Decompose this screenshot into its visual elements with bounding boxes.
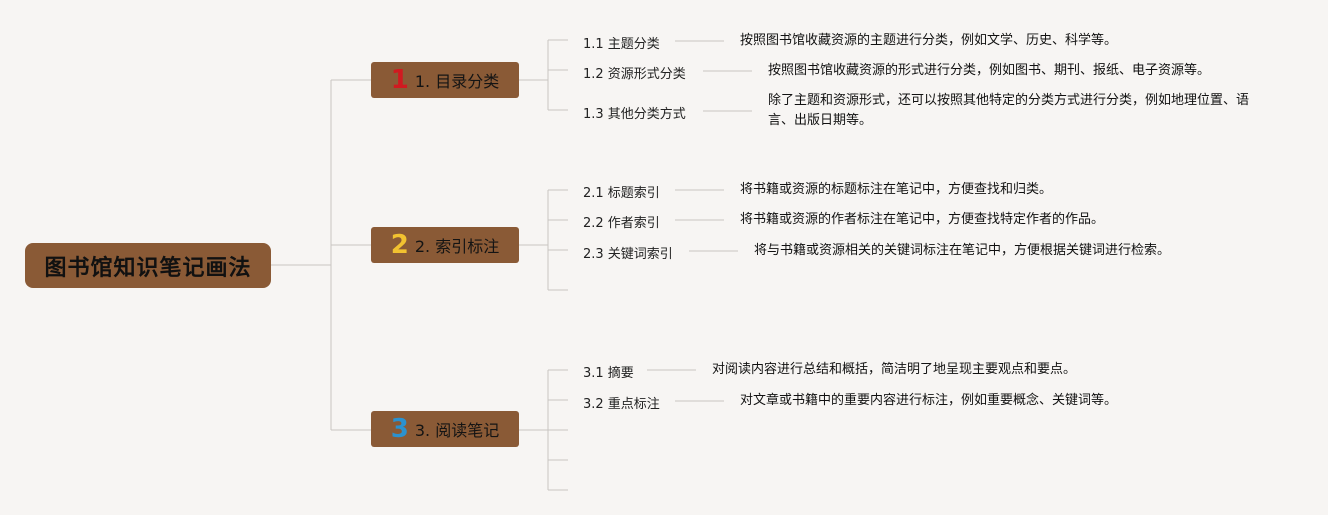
- root-node[interactable]: 图书馆知识笔记画法: [25, 243, 271, 288]
- number-three-icon: 3: [390, 414, 409, 444]
- leaf-node[interactable]: 2.1 标题索引: [583, 186, 660, 201]
- leaf-node[interactable]: 3.2 重点标注: [583, 397, 660, 412]
- branch-label: 3. 阅读笔记: [414, 421, 500, 440]
- leaf-description: 对文章或书籍中的重要内容进行标注，例如重要概念、关键词等。: [740, 393, 1118, 408]
- leaf-description: 对阅读内容进行总结和概括，简洁明了地呈现主要观点和要点。: [712, 362, 1077, 377]
- leaf-description: 将书籍或资源的作者标注在笔记中，方便查找特定作者的作品。: [740, 212, 1105, 227]
- number-two-icon: 2: [390, 230, 409, 260]
- leaf-description: 除了主题和资源形式，还可以按照其他特定的分类方式进行分类，例如地理位置、语言、出…: [768, 93, 1250, 128]
- leaf-node[interactable]: 2.2 作者索引: [583, 216, 660, 231]
- number-one-icon: 1: [390, 65, 409, 95]
- leaf-node[interactable]: 2.3 关键词索引: [583, 247, 673, 262]
- branch-label: 2. 索引标注: [414, 237, 500, 256]
- leaf-description: 按照图书馆收藏资源的形式进行分类，例如图书、期刊、报纸、电子资源等。: [768, 63, 1211, 78]
- branch-node-reading-notes[interactable]: 3 3. 阅读笔记: [371, 411, 519, 447]
- root-title: 图书馆知识笔记画法: [44, 255, 252, 281]
- branch-node-index[interactable]: 2 2. 索引标注: [371, 227, 519, 263]
- leaf-node[interactable]: 1.2 资源形式分类: [583, 67, 686, 82]
- leaf-description: 按照图书馆收藏资源的主题进行分类，例如文学、历史、科学等。: [740, 33, 1118, 48]
- leaf-description: 将书籍或资源的标题标注在笔记中，方便查找和归类。: [740, 182, 1053, 197]
- leaf-description: 将与书籍或资源相关的关键词标注在笔记中，方便根据关键词进行检索。: [754, 243, 1171, 258]
- branch-node-catalog[interactable]: 1 1. 目录分类: [371, 62, 519, 98]
- leaf-node[interactable]: 1.3 其他分类方式: [583, 107, 686, 122]
- branch-label: 1. 目录分类: [414, 72, 500, 91]
- leaf-node[interactable]: 1.1 主题分类: [583, 37, 660, 52]
- leaf-node[interactable]: 3.1 摘要: [583, 366, 634, 381]
